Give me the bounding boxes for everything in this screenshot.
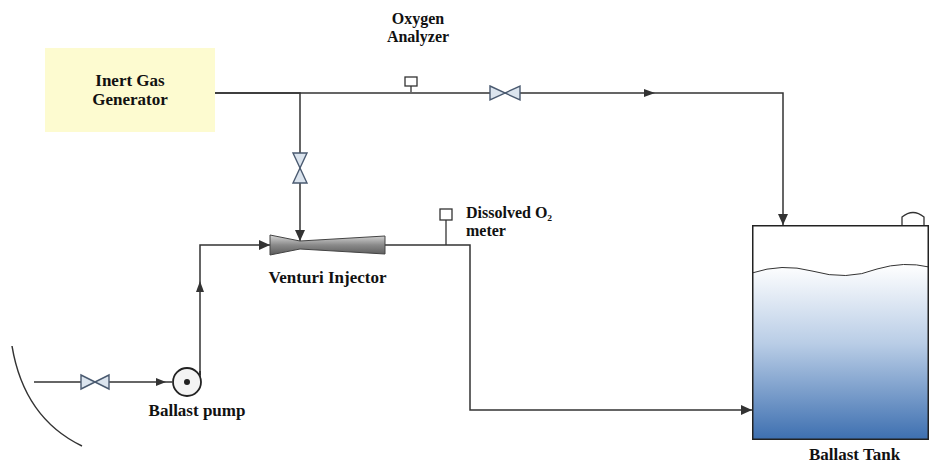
pump-casing — [173, 368, 201, 396]
sensor-stem — [445, 220, 446, 245]
generator-box: Inert Gas Generator — [45, 48, 215, 132]
valve-symbol — [81, 375, 109, 389]
pipe-connector — [385, 245, 752, 410]
component-label: Venturi Injector — [269, 268, 387, 287]
water-surface — [752, 264, 929, 275]
flow-arrow — [644, 89, 655, 97]
box-title: Inert Gas Generator — [74, 71, 186, 109]
tank-shape — [752, 225, 929, 440]
pipe-connector — [215, 93, 300, 241]
valve-symbol — [293, 153, 307, 183]
tank-vent — [902, 213, 924, 226]
instrument-label: Oxygen Analyzer — [372, 10, 464, 46]
component-label: Ballast pump — [149, 401, 246, 420]
flow-arrow — [156, 378, 166, 386]
venturi-node: Venturi Injector — [270, 235, 385, 255]
pipe-connector — [200, 245, 270, 375]
sensor-symbol — [405, 77, 417, 86]
valve-symbol — [490, 86, 520, 100]
sea-chest — [12, 346, 82, 446]
venturi-body — [270, 235, 385, 255]
pump-hub — [184, 379, 190, 385]
tank-wall — [753, 226, 929, 440]
water-body — [752, 264, 929, 440]
component-label: Ballast Tank — [809, 445, 900, 464]
flow-arrow — [196, 281, 204, 292]
pump-shape — [172, 367, 202, 397]
tank-ground — [752, 225, 929, 440]
tank-node: Ballast Tank — [752, 225, 929, 440]
sensor-symbol — [440, 209, 452, 220]
venturi-shape — [270, 235, 385, 255]
pump-node: Ballast pump — [172, 367, 202, 397]
instrument-label: Dissolved O₂ meter — [466, 204, 566, 240]
